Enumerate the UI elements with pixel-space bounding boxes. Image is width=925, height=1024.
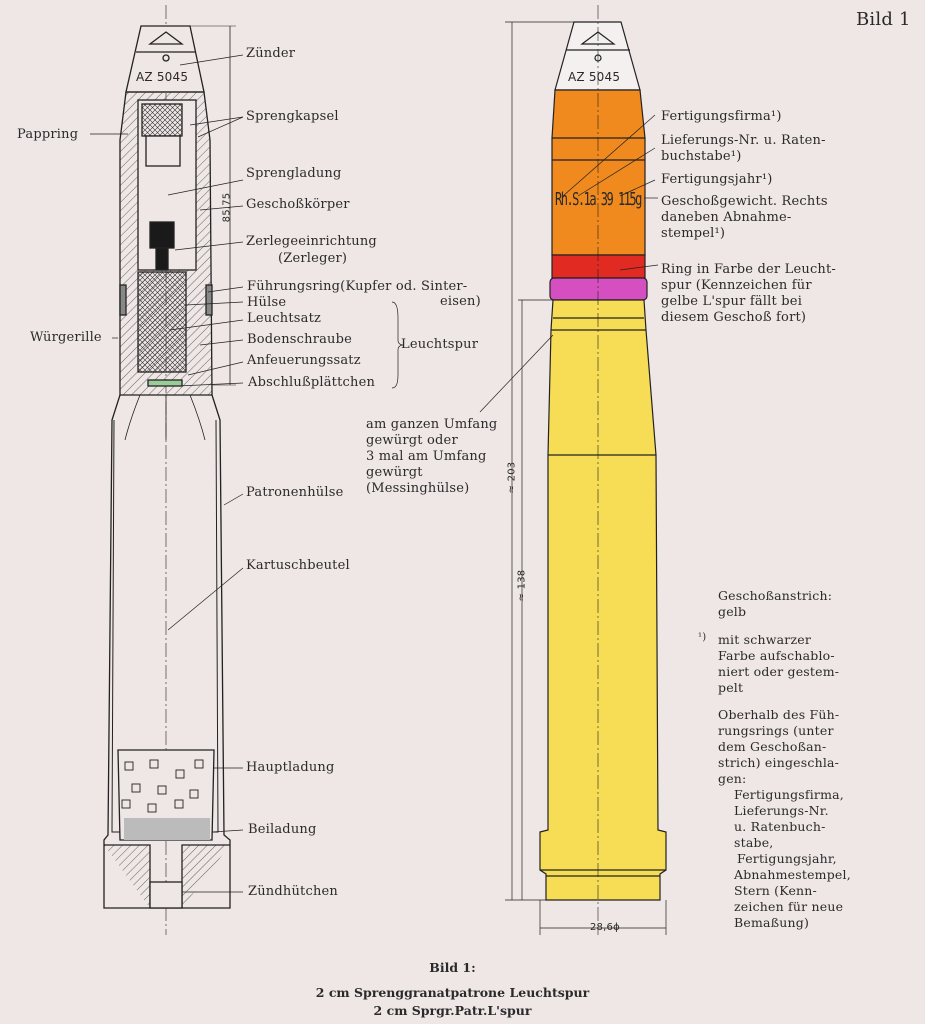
label-beiladung: Beiladung: [248, 822, 317, 837]
note-ob-2: rungsrings (unter: [718, 723, 834, 738]
label-lieferungs-2: buchstabe¹): [661, 149, 742, 164]
dimension-diameter: 28,6ϕ: [590, 922, 620, 933]
label-ring-2: spur (Kennzeichen für: [661, 278, 812, 293]
note-anstrich-1: Geschoßanstrich:: [718, 588, 833, 603]
note-fn-2: Farbe aufschablo-: [718, 648, 835, 663]
dimension-case: ≈ 138: [516, 569, 528, 602]
note-ob-5: gen:: [718, 771, 747, 786]
label-ring-3: gelbe L'spur fällt bei: [661, 294, 803, 309]
label-fertigungsfirma: Fertigungsfirma¹): [661, 109, 782, 124]
note-ob-11: Abnahmestempel,: [734, 867, 851, 882]
note-ob-14: Bemaßung): [734, 915, 810, 930]
label-fuehrungsring-cont: eisen): [440, 294, 481, 309]
label-patronenhuelse: Patronenhülse: [246, 485, 344, 500]
note-ob-8: u. Ratenbuch-: [734, 819, 826, 834]
label-gewicht-1: Geschoßgewicht. Rechts: [661, 194, 828, 209]
label-leuchtsatz: Leuchtsatz: [247, 311, 322, 326]
note-ob-1: Oberhalb des Füh-: [718, 707, 840, 722]
note-ob-9: stabe,: [734, 835, 774, 850]
colored-drawing: [479, 5, 667, 935]
note-ob-4: strich) eingeschla-: [718, 755, 840, 770]
projectile-orange: [551, 89, 646, 256]
label-zuender: Zünder: [246, 46, 296, 61]
driving-band: [549, 277, 648, 301]
note-ob-7: Lieferungs-Nr.: [734, 803, 829, 818]
label-pappring: Pappring: [17, 127, 79, 142]
note-fn-4: pelt: [718, 680, 744, 695]
projectile-marking: Rh.S.1a 39 115g: [555, 188, 642, 210]
label-gewicht-2: daneben Abnahme-: [661, 210, 792, 225]
label-ring-1: Ring in Farbe der Leucht-: [661, 262, 837, 277]
fuze-marking-right: AZ 5045: [568, 70, 621, 84]
label-huelse: Hülse: [247, 295, 287, 310]
sectional-drawing: [90, 5, 405, 935]
dimension-length: 85,75: [221, 192, 233, 223]
note-fn-3: niert oder gestem-: [718, 664, 840, 679]
label-sprengkapsel: Sprengkapsel: [246, 109, 339, 124]
note-ob-3: dem Geschoßan-: [718, 739, 827, 754]
label-bodenschraube: Bodenschraube: [247, 332, 353, 347]
label-sprengladung: Sprengladung: [246, 166, 342, 181]
label-ring-4: diesem Geschoß fort): [661, 310, 807, 325]
label-leuchtspur: Leuchtspur: [401, 337, 479, 352]
note-anstrich-2: gelb: [718, 604, 747, 619]
note-ob-13: zeichen für neue: [734, 899, 844, 914]
label-zerlegeeinrichtung: Zerlegeeinrichtung: [246, 234, 377, 249]
label-geschosskoerper: Geschoßkörper: [246, 197, 350, 212]
note-fn-1: mit schwarzer: [718, 632, 811, 647]
dimension-total: ≈ 203: [506, 461, 518, 494]
footnote-mark: ¹): [698, 632, 707, 643]
label-gewicht-3: stempel¹): [661, 226, 726, 241]
note-ob-12: Stern (Kenn-: [734, 883, 817, 898]
label-umfang-5: (Messinghülse): [366, 481, 470, 496]
caption-line-1: Bild 1:: [429, 960, 476, 975]
label-fuehrungsring: Führungsring(Kupfer od. Sinter-: [247, 279, 468, 294]
label-zuendhuetchen: Zündhütchen: [248, 884, 338, 899]
tracer-color-ring: [551, 254, 646, 279]
label-umfang-2: gewürgt oder: [366, 433, 458, 448]
label-wuergerille: Würgerille: [30, 330, 102, 345]
caption-line-3: 2 cm Sprgr.Patr.L'spur: [373, 1003, 532, 1018]
note-ob-10: Fertigungsjahr,: [737, 851, 837, 866]
label-umfang-3: 3 mal am Umfang: [366, 449, 487, 464]
label-umfang-4: gewürgt: [366, 465, 423, 480]
figure-label: Bild 1: [856, 9, 911, 30]
label-fertigungsjahr: Fertigungsjahr¹): [661, 172, 773, 187]
caption-line-2: 2 cm Sprenggranatpatrone Leuchtspur: [315, 985, 590, 1000]
label-abschlussplaettchen: Abschlußplättchen: [248, 375, 376, 390]
fuze-marking-left: AZ 5045: [136, 70, 189, 84]
label-lieferungs-1: Lieferungs-Nr. u. Raten-: [661, 133, 826, 148]
label-kartuschbeutel: Kartuschbeutel: [246, 558, 350, 573]
case-yellow: [539, 299, 667, 901]
label-anfeuerungssatz: Anfeuerungssatz: [247, 353, 361, 368]
label-zerleger: (Zerleger): [278, 251, 348, 266]
label-hauptladung: Hauptladung: [246, 760, 335, 775]
label-umfang-1: am ganzen Umfang: [366, 417, 498, 432]
note-ob-6: Fertigungsfirma,: [734, 787, 844, 802]
